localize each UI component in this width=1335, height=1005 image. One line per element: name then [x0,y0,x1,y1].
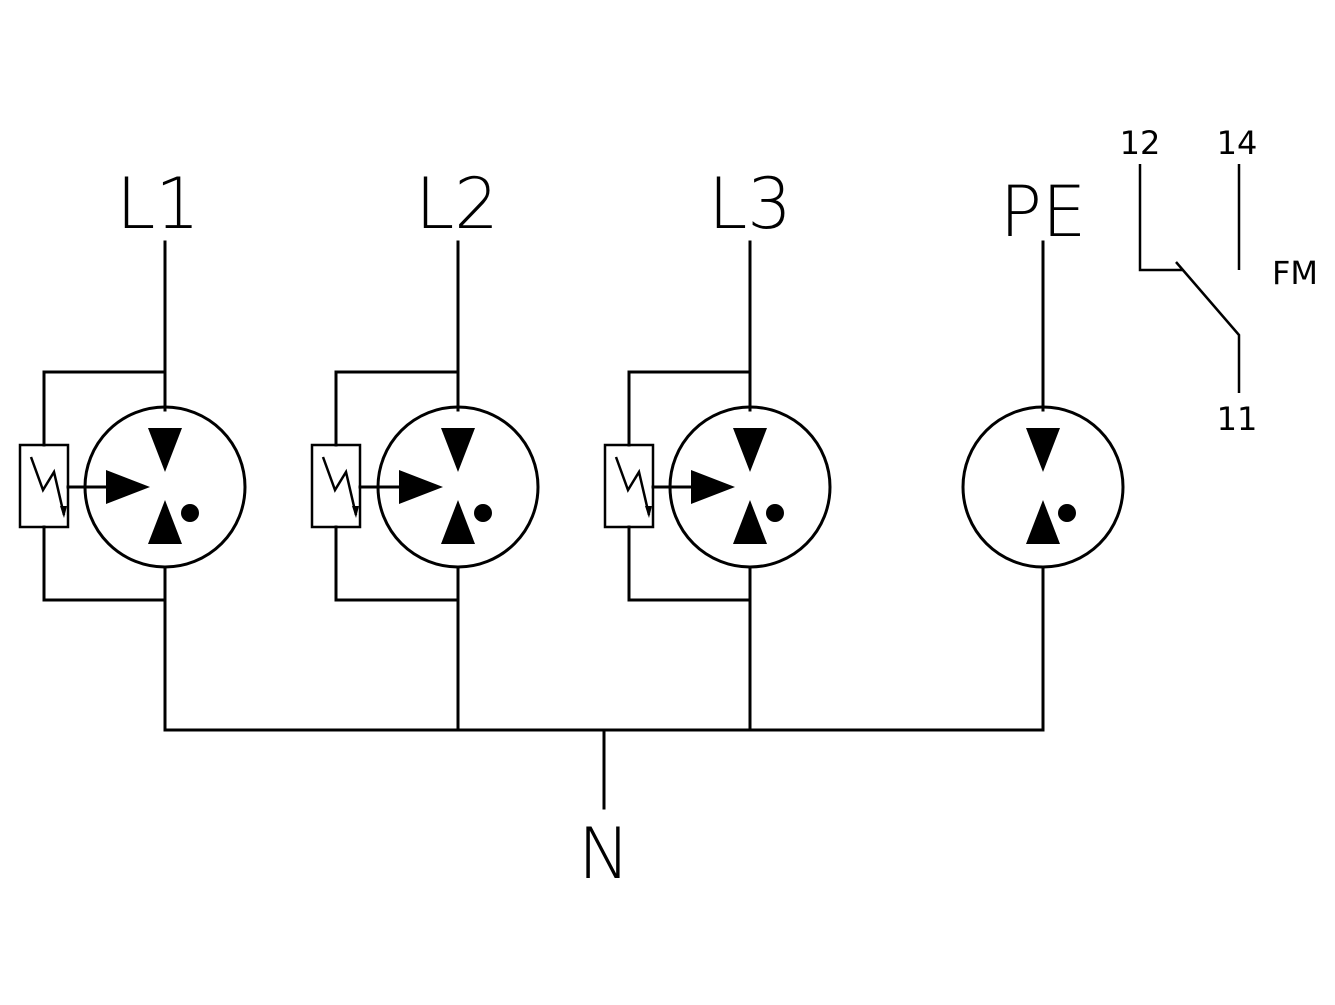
varistor-l1 [18,370,167,602]
phase-label-l1: L1 [116,163,200,245]
varistor-l3 [603,370,752,602]
arrow-down-icon [441,428,475,472]
signal-contact: 12 14 11 FM [1120,124,1318,438]
arrow-up-icon [148,500,182,544]
varistor-l2 [310,370,460,602]
arrow-down-icon [148,428,182,472]
phase-l3: L3 [603,163,832,732]
arrow-down-icon [733,428,767,472]
arrow-down-icon [1026,428,1060,472]
terminal-label-12: 12 [1120,124,1161,162]
phase-label-l3: L3 [708,163,792,245]
arrow-up-icon [441,500,475,544]
terminal-label-11: 11 [1217,400,1258,438]
terminal-label-14: 14 [1217,124,1258,162]
neutral-label: N [578,813,630,895]
arrow-right-icon [106,470,150,504]
phase-pe: PE [961,171,1125,732]
neutral-bus: N [163,728,1045,895]
phase-label-l2: L2 [415,163,499,245]
contact-label-fm: FM [1272,254,1318,292]
arrow-right-icon [691,470,735,504]
arrow-up-icon [1026,500,1060,544]
arrow-up-icon [733,500,767,544]
phase-l1: L1 [18,163,247,732]
phase-label-pe: PE [1000,171,1086,253]
contact-terminal-12-wire [1138,164,1183,272]
contact-switch-blade [1175,261,1241,393]
phase-l2: L2 [310,163,540,732]
arrow-right-icon [399,470,443,504]
